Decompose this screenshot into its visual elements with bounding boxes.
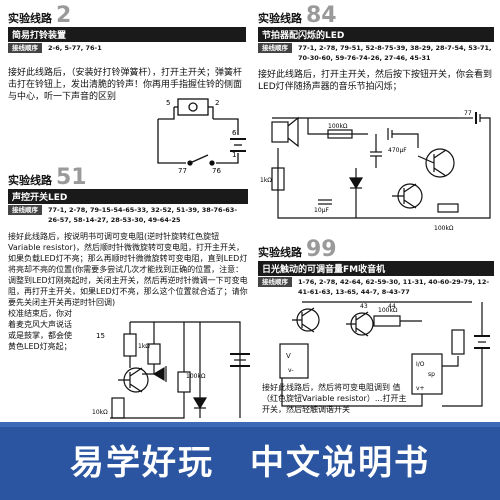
experiment-99-circuit-diagram: V 100kΩ 44 43 I/O sp v+ v- [279, 301, 490, 407]
node-label: 44 [388, 303, 396, 310]
svg-text:V: V [286, 352, 291, 360]
experiment-51-panel: 实验线路 51 声控开关LED 接线顺序 77-1, 2-78, 79-15-5… [8, 165, 248, 352]
experiment-2-panel: 实验线路 2 简易打铃装置 接线顺序 2-6, 5-77, 76-1 接好此线路… [8, 3, 246, 103]
wiring-sequence-text: 77-1, 2-78, 79-15-54-65-33, 32-52, 51-39… [48, 206, 238, 224]
experiment-2-circuit-diagram: 5 2 1 6 77 76 [157, 98, 246, 175]
pin-label: I/O [416, 361, 425, 368]
wiring-sequence: 接线顺序 77-1, 2-78, 79-51, 52-8-75-39, 38-2… [258, 43, 494, 63]
experiment-description: 接好此线路后，（安装好打铃弹簧杆），打开主开关；弹簧杆击打在铃钮上，发出清脆的铃… [8, 68, 243, 102]
experiment-title: 简易打铃装置 [8, 27, 246, 42]
experiment-99-panel: 实验线路 99 日光触动的可调音量FM收音机 接线顺序 1-76, 2-78, … [258, 237, 494, 297]
wiring-sequence-text: 77-1, 2-78, 79-51, 52-8-75-39, 38-29, 28… [298, 44, 492, 62]
component-label: 100kΩ [328, 123, 348, 130]
component-label: 100kΩ [186, 373, 206, 380]
experiment-number: 2 [56, 3, 72, 28]
experiment-84-panel: 实验线路 84 节拍器配闪烁的LED 接线顺序 77-1, 2-78, 79-5… [258, 3, 494, 93]
component-label: 10kΩ [92, 409, 108, 416]
experiment-number: 51 [56, 165, 87, 190]
node-label: 5 [166, 99, 170, 107]
node-label: 43 [360, 303, 368, 310]
experiment-2-header: 实验线路 2 [8, 3, 246, 28]
wiring-sequence-tag: 接线顺序 [258, 43, 292, 53]
node-label: 15 [96, 332, 105, 340]
experiment-label: 实验线路 [8, 12, 52, 25]
wiring-sequence-tag: 接线顺序 [8, 43, 42, 53]
wiring-sequence: 接线顺序 77-1, 2-78, 79-15-54-65-33, 32-52, … [8, 205, 248, 225]
component-label: 1kΩ [138, 343, 150, 350]
node-label: 6 [232, 129, 237, 137]
node-label: 2 [215, 99, 219, 107]
banner-accent-line [0, 422, 500, 427]
wiring-sequence-tag: 接线顺序 [258, 277, 292, 287]
experiment-description: 接好此线路后，按说明书可调可变电阻(逆时针旋转红色旋钮 Variable res… [8, 232, 248, 307]
experiment-99-header: 实验线路 99 [258, 237, 494, 262]
experiment-51-header: 实验线路 51 [8, 165, 248, 190]
experiment-number: 84 [306, 3, 337, 28]
wiring-sequence-text: 2-6, 5-77, 76-1 [48, 44, 102, 52]
wiring-sequence-text: 1-76, 2-78, 42-64, 62-59-30, 11-31, 40-6… [298, 278, 490, 296]
component-label: 10μF [314, 207, 329, 214]
component-label: 1kΩ [260, 177, 272, 184]
experiment-title: 日光触动的可调音量FM收音机 [258, 261, 494, 276]
experiment-title: 节拍器配闪烁的LED [258, 27, 494, 42]
wiring-sequence-tag: 接线顺序 [8, 205, 42, 215]
wiring-sequence: 接线顺序 1-76, 2-78, 42-64, 62-59-30, 11-31,… [258, 277, 494, 297]
manual-banner: 易学好玩 中文说明书 [0, 427, 500, 500]
experiment-84-circuit-diagram: 100kΩ 470μF 1kΩ 10μF 100kΩ 77 [260, 110, 491, 232]
component-label: 100kΩ [378, 307, 398, 314]
pin-label: v+ [416, 385, 425, 392]
node-label: 1 [232, 151, 236, 159]
component-label: 470μF [388, 147, 407, 154]
wiring-sequence: 接线顺序 2-6, 5-77, 76-1 [8, 43, 246, 53]
experiment-99-description: 接好此线路后，然后将可变电阻调到 值（红色旋钮Variable resistor… [262, 383, 407, 414]
experiment-number: 99 [306, 237, 337, 262]
node-label: 76 [212, 167, 221, 175]
experiment-label: 实验线路 [258, 12, 302, 25]
experiment-label: 实验线路 [8, 174, 52, 187]
experiment-result: 校准结束后，你对着麦克风大声说话或是鼓掌，都会使黄色LED灯亮起； [8, 309, 72, 351]
pin-label: sp [428, 371, 435, 378]
pin-label: v- [288, 367, 294, 374]
experiment-label: 实验线路 [258, 246, 302, 259]
node-label: 77 [464, 110, 472, 117]
experiment-51-circuit-diagram: 15 1kΩ 10kΩ 100kΩ [92, 321, 250, 419]
experiment-title: 声控开关LED [8, 189, 248, 204]
experiment-84-header: 实验线路 84 [258, 3, 494, 28]
node-label: 77 [178, 167, 187, 175]
experiment-description: 接好此线路后，打开主开关，然后按下按钮开关，你会看到LED灯伴随扬声器的音乐节拍… [258, 70, 493, 92]
component-label: 100kΩ [434, 225, 454, 232]
